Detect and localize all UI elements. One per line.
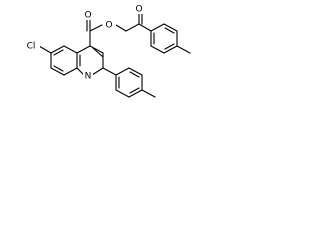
bond: [128, 89, 143, 98]
molecule-drawing: O O O Cl N: [22, 4, 191, 98]
quinoline-pyridine-ring: [76, 30, 104, 76]
bond: [91, 67, 104, 76]
carbonyl-oxygen-label: O: [84, 11, 91, 21]
bond: [76, 45, 91, 54]
quinoline-benzo-ring: [38, 45, 78, 76]
ester-oxygen-label: O: [105, 21, 112, 31]
bond: [89, 24, 103, 32]
bond: [129, 87, 140, 94]
atom-labels: O O O Cl N: [22, 4, 144, 82]
label-background: [134, 4, 144, 14]
bond: [163, 45, 178, 54]
bond: [63, 67, 78, 76]
bond: [102, 67, 117, 76]
bond: [50, 67, 65, 76]
chlorine-label: Cl: [27, 42, 36, 52]
structure-canvas: O O O Cl N: [0, 0, 200, 127]
bond: [150, 23, 165, 32]
p-tolyl-ketone-ring: [150, 23, 191, 54]
label-background: [104, 20, 116, 30]
bond: [92, 47, 104, 58]
bond: [164, 43, 175, 50]
bond: [129, 71, 140, 78]
bond: [115, 67, 130, 76]
bond: [138, 23, 152, 32]
bond: [176, 45, 191, 54]
bond: [50, 45, 65, 54]
ester-ketone-linker: [86, 9, 152, 32]
bond: [63, 45, 78, 54]
bond: [164, 27, 175, 34]
bond: [115, 24, 127, 32]
ring-nitrogen-label: N: [85, 72, 92, 82]
bond: [150, 45, 165, 54]
p-tolyl-quinoline-ring: [102, 67, 156, 98]
label-background: [83, 10, 95, 20]
bond: [141, 89, 156, 98]
bond: [76, 67, 85, 76]
bond: [128, 67, 143, 76]
bond: [125, 23, 140, 32]
bond: [163, 23, 178, 32]
label-background: [83, 71, 93, 81]
bond: [53, 65, 64, 72]
bond: [53, 49, 64, 56]
bond: [115, 89, 130, 98]
label-background: [22, 40, 40, 52]
ketone-oxygen-label: O: [135, 5, 142, 15]
bond: [38, 45, 52, 54]
bond: [89, 45, 104, 54]
